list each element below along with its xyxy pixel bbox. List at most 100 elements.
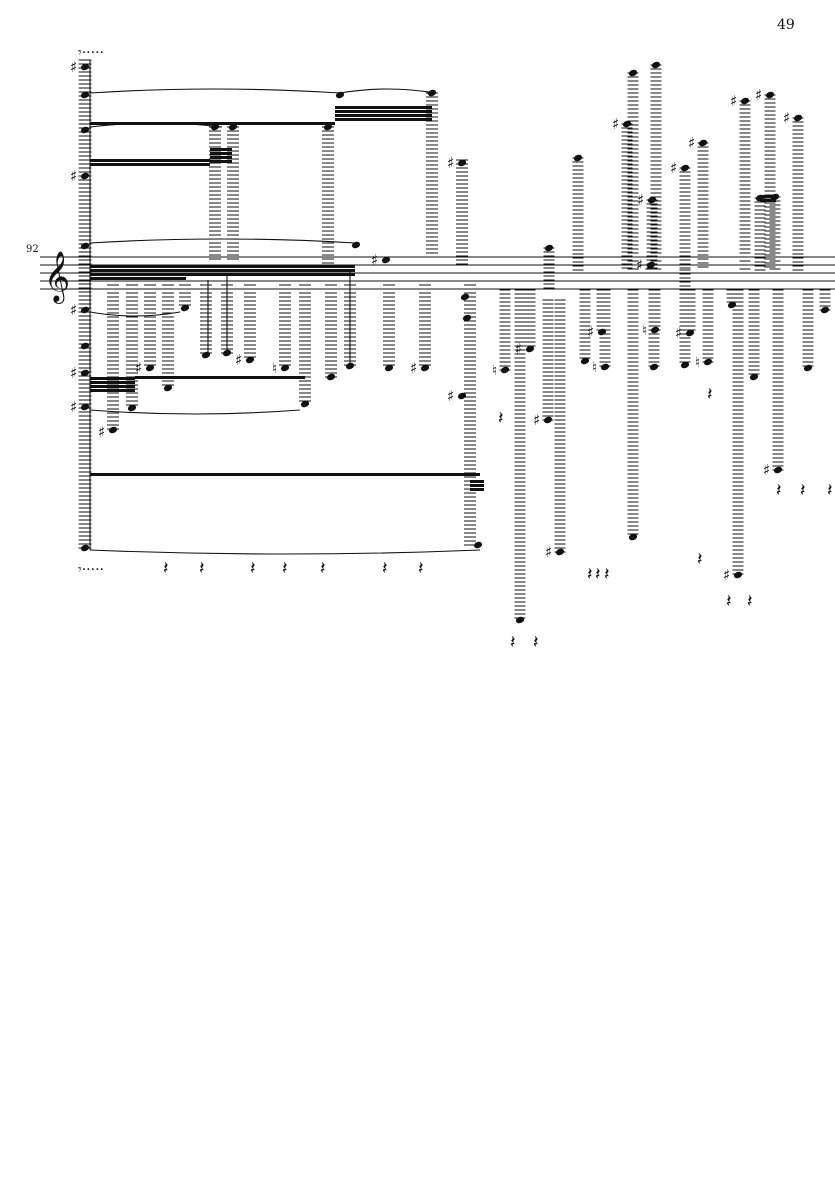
beam <box>90 381 135 384</box>
notehead <box>543 416 553 424</box>
notehead <box>600 363 610 371</box>
notehead <box>228 123 238 131</box>
notehead <box>80 369 90 377</box>
sharp-icon: ♯ <box>612 115 619 133</box>
rest-icon: 𝄽 <box>587 564 593 585</box>
natural-icon: ♮ <box>272 361 277 377</box>
notehead <box>628 533 638 541</box>
rest-icon: 𝄽 <box>498 408 504 429</box>
sharp-icon: ♯ <box>98 423 105 441</box>
natural-icon: ♮ <box>592 360 597 376</box>
rest-icon: 𝄽 <box>726 591 732 612</box>
beam <box>186 265 355 268</box>
beam <box>135 376 305 379</box>
rest-icon: 𝄽 <box>697 549 703 570</box>
notehead <box>647 196 657 204</box>
beam <box>186 269 355 272</box>
notehead <box>300 400 310 408</box>
sharp-icon: ♯ <box>730 92 737 110</box>
rest-icon: 𝄽 <box>776 480 782 501</box>
beam <box>335 106 432 109</box>
beam <box>90 269 186 272</box>
sharp-icon: ♯ <box>70 301 77 319</box>
notehead <box>145 364 155 372</box>
notehead <box>650 326 660 334</box>
rests: 𝄾·····𝄾·····𝄽𝄽𝄽𝄽𝄽𝄽𝄽𝄽𝄽𝄽𝄽𝄽𝄽𝄽𝄽𝄽𝄽𝄽𝄽𝄽 <box>78 45 833 653</box>
notehead <box>525 345 535 353</box>
beam <box>335 118 432 121</box>
rest-icon: 𝄽 <box>199 558 205 579</box>
rest-icon: 𝄽 <box>747 591 753 612</box>
dotted-marker: 𝄾····· <box>78 562 104 578</box>
notehead <box>427 89 437 97</box>
treble-clef-glyph: 𝄞 <box>44 251 70 304</box>
beam <box>335 114 432 117</box>
notehead <box>685 329 695 337</box>
notehead <box>80 403 90 411</box>
sharp-icon: ♯ <box>447 387 454 405</box>
sharp-icon: ♯ <box>587 323 594 341</box>
rest-icon: 𝄽 <box>320 558 326 579</box>
rest-icon: 𝄽 <box>382 558 388 579</box>
rest-icon: 𝄽 <box>250 558 256 579</box>
notehead <box>80 544 90 552</box>
notehead <box>773 466 783 474</box>
beam <box>90 159 210 162</box>
notehead <box>749 373 759 381</box>
notehead <box>127 404 137 412</box>
notehead <box>770 193 780 201</box>
sharp-icon: ♯ <box>637 191 644 209</box>
beam <box>90 265 186 268</box>
notehead <box>381 256 391 264</box>
notehead <box>740 97 750 105</box>
sharp-icon: ♯ <box>70 398 77 416</box>
sharp-icon: ♯ <box>763 461 770 479</box>
beam <box>210 156 232 159</box>
rest-icon: 𝄽 <box>418 558 424 579</box>
notehead <box>210 123 220 131</box>
notehead <box>457 392 467 400</box>
noteheads <box>80 61 830 624</box>
notehead <box>597 328 607 336</box>
notehead <box>335 91 345 99</box>
notehead <box>201 351 211 359</box>
notehead <box>651 61 661 69</box>
notehead <box>500 366 510 374</box>
notehead <box>580 357 590 365</box>
rest-icon: 𝄽 <box>604 564 610 585</box>
notehead <box>649 363 659 371</box>
sharp-icon: ♯ <box>755 86 762 104</box>
notehead <box>473 541 483 549</box>
notehead <box>326 373 336 381</box>
notehead <box>80 91 90 99</box>
notehead <box>80 63 90 71</box>
notehead <box>515 616 525 624</box>
beam <box>90 473 480 476</box>
beam <box>470 484 484 487</box>
tie <box>89 549 481 555</box>
notehead <box>820 306 830 314</box>
beam <box>90 273 186 276</box>
rest-icon: 𝄽 <box>282 558 288 579</box>
sharp-icon: ♯ <box>688 134 695 152</box>
sharp-icon: ♯ <box>670 159 677 177</box>
sharp-icon: ♯ <box>70 364 77 382</box>
sharp-icon: ♯ <box>371 251 378 269</box>
rest-icon: 𝄽 <box>163 558 169 579</box>
notehead <box>803 364 813 372</box>
notehead <box>245 356 255 364</box>
notehead <box>555 548 565 556</box>
notehead <box>680 361 690 369</box>
sharp-icon: ♯ <box>675 324 682 342</box>
ties <box>89 88 481 555</box>
sharp-icon: ♯ <box>545 543 552 561</box>
rest-icon: 𝄽 <box>533 632 539 653</box>
tie <box>339 88 436 94</box>
notehead <box>462 314 472 322</box>
beam <box>210 152 232 155</box>
rest-icon: 𝄽 <box>595 564 601 585</box>
notehead <box>457 159 467 167</box>
notehead <box>755 194 765 202</box>
notehead <box>80 172 90 180</box>
